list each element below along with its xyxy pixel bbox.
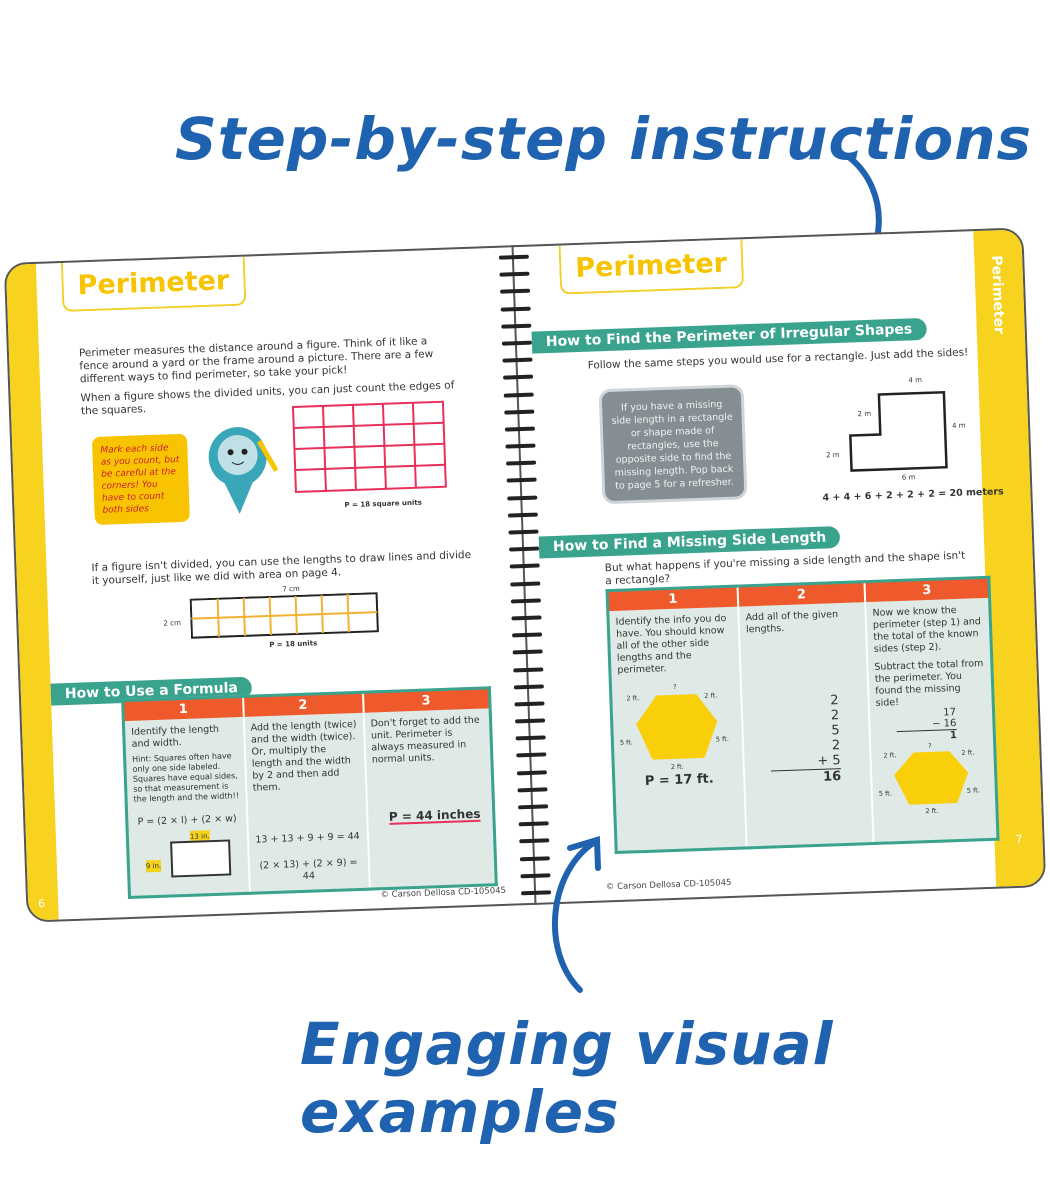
equation: 13 + 13 + 9 + 9 = 44 bbox=[255, 830, 360, 846]
bar-side-label: 2 cm bbox=[163, 619, 181, 628]
right-page: Perimeter 7 Perimeter How to Find the Pe… bbox=[511, 227, 1047, 905]
pent-label-bottom: 2 ft. bbox=[670, 762, 684, 771]
yellow-border bbox=[5, 263, 59, 921]
step-text: Subtract the total from the perimeter. Y… bbox=[874, 657, 984, 709]
pent-label-top-right: 2 ft. bbox=[961, 747, 975, 757]
pent-label-top-left: 2 ft. bbox=[626, 693, 640, 703]
irregular-equation: 4 + 4 + 6 + 2 + 2 + 2 = 20 meters bbox=[822, 486, 1004, 504]
width-label: 9 in. bbox=[145, 859, 162, 872]
step-hint: Hint: Squares often have only one side l… bbox=[132, 750, 240, 804]
headline-bottom: Engaging visual examples bbox=[300, 1010, 834, 1146]
sum: 16 bbox=[822, 768, 842, 785]
side-tab: Perimeter bbox=[988, 255, 1007, 335]
pent-label-top: ? bbox=[672, 682, 677, 691]
title-box: Perimeter bbox=[60, 256, 247, 312]
rectangle-figure bbox=[170, 838, 232, 878]
page-number: 7 bbox=[1015, 832, 1023, 847]
pentagon-figure: ? 2 ft. 2 ft. 5 ft. 5 ft. 2 ft. bbox=[618, 676, 737, 776]
step-text: Don't forget to add the unit. Perimeter … bbox=[370, 714, 480, 765]
pent-label-left: 5 ft. bbox=[619, 737, 634, 747]
pent-label-top: ? bbox=[928, 741, 932, 750]
formula: P = (2 × l) + (2 × w) bbox=[137, 812, 237, 828]
page-number: 6 bbox=[37, 896, 46, 911]
tip-box: If you have a missing side length in a r… bbox=[598, 384, 748, 505]
answer: P = 44 inches bbox=[388, 806, 481, 825]
pent-label-top-right: 2 ft. bbox=[704, 690, 718, 700]
pent-label-right: 5 ft. bbox=[966, 785, 980, 795]
step-text: Now we know the perimeter (step 1) and t… bbox=[872, 604, 982, 655]
tip-bubble: Mark each side as you count, but be care… bbox=[91, 433, 190, 525]
pent-label-top-left: 2 ft. bbox=[883, 750, 897, 760]
headline-top: Step-by-step instructions bbox=[175, 105, 1033, 173]
intro-text: Perimeter measures the distance around a… bbox=[78, 335, 434, 386]
pent-label-right: 5 ft. bbox=[715, 734, 729, 743]
undivided-text: If a figure isn't divided, you can use t… bbox=[91, 548, 472, 588]
left-page: 6 Perimeter Perimeter measures the dista… bbox=[3, 245, 539, 923]
step-text: Add all of the given lengths. bbox=[745, 608, 839, 635]
page-title: Perimeter bbox=[77, 265, 230, 302]
pentagon-shape bbox=[894, 750, 969, 805]
grid-figure bbox=[291, 400, 447, 493]
irregular-shape-figure bbox=[849, 390, 948, 472]
pentagon-shape bbox=[636, 693, 718, 760]
page-title: Perimeter bbox=[574, 247, 728, 285]
step-text: Identify the info you do have. You shoul… bbox=[615, 612, 727, 676]
irregular-text: Follow the same steps you would use for … bbox=[587, 346, 969, 372]
label-left: 2 m bbox=[825, 450, 840, 460]
pentagon-figure: ? 2 ft. 2 ft. 5 ft. 5 ft. 2 ft. bbox=[877, 739, 990, 817]
missing-band: How to Find a Missing Side Length bbox=[538, 525, 841, 559]
map-pin-mascot-icon bbox=[208, 426, 279, 514]
step-text: Add the length (twice) and the width (tw… bbox=[250, 718, 357, 794]
label-right: 4 m bbox=[951, 421, 966, 431]
irregular-band: How to Find the Perimeter of Irregular S… bbox=[531, 317, 927, 354]
step-text: Identify the length and width. bbox=[131, 723, 220, 750]
copyright: © Carson Dellosa CD-105045 bbox=[605, 877, 732, 893]
label-step: 2 m bbox=[857, 409, 872, 419]
pent-label-bottom: 2 ft. bbox=[925, 806, 939, 815]
curved-arrow-icon bbox=[551, 836, 601, 993]
equation: (2 × 13) + (2 × 9) = 44 bbox=[259, 856, 358, 882]
grid-caption: P = 18 square units bbox=[344, 498, 423, 510]
label-top: 4 m bbox=[908, 376, 923, 385]
bar-top-label: 7 cm bbox=[282, 584, 300, 594]
divided-bar-figure bbox=[189, 592, 379, 639]
label-bottom: 6 m bbox=[901, 473, 916, 482]
title-box: Perimeter bbox=[558, 239, 744, 295]
workbook-spread: 6 Perimeter Perimeter measures the dista… bbox=[3, 227, 1047, 923]
bar-caption: P = 18 units bbox=[269, 639, 318, 649]
pent-label-left: 5 ft. bbox=[878, 788, 892, 798]
